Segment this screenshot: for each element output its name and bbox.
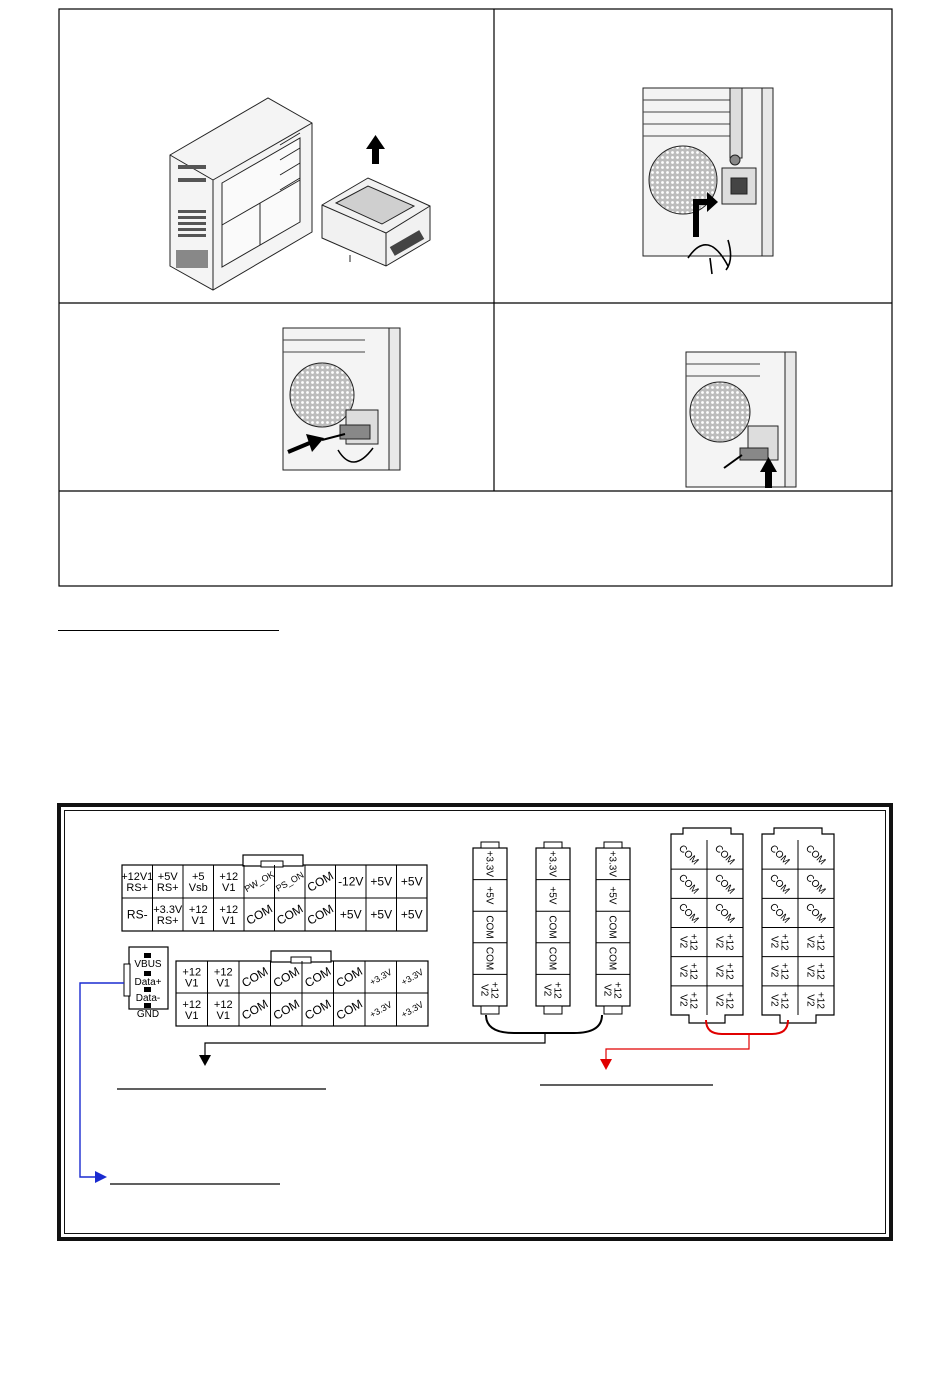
connector-diagram-frame bbox=[57, 803, 893, 1241]
peripheral-2-pin-2: COM bbox=[607, 915, 618, 938]
peripheral-1-pin-2: COM bbox=[547, 915, 558, 938]
eps-group-bracket bbox=[600, 1019, 789, 1070]
eps-12v-connectors: COMCOMCOM+12V2+12V2+12V2COMCOMCOM+12V2+1… bbox=[670, 827, 835, 1024]
red-pointer-arrow-icon bbox=[600, 1059, 612, 1070]
eps-0-col0-pin-4: +12V2 bbox=[678, 963, 699, 980]
peripheral-2-pin-1: +5V bbox=[607, 886, 618, 904]
plug-in-arrow-icon bbox=[287, 434, 324, 454]
usb-pointer bbox=[79, 982, 124, 1183]
eps-0-col1-pin-3: +12V2 bbox=[714, 934, 735, 951]
peripheral-0-pin-1: +5V bbox=[484, 886, 495, 904]
eps-1-col0-pin-3: +12V2 bbox=[769, 934, 790, 951]
plug-power-cable-illustration bbox=[282, 327, 401, 471]
peripheral-2-pin-3: COM bbox=[607, 947, 618, 970]
black-pointer-arrow-icon bbox=[199, 1055, 211, 1066]
eps-1-col1-pin-3: +12V2 bbox=[805, 934, 826, 951]
usb-connector: VBUS Data+ Data- GND bbox=[123, 946, 169, 1020]
peripheral-1-pin-1: +5V bbox=[547, 886, 558, 904]
peripheral-0-pin-3: COM bbox=[484, 947, 495, 970]
peripheral-0-pin-2: COM bbox=[484, 915, 495, 938]
peripheral-0-pin-4: +12V2 bbox=[479, 982, 500, 999]
eps-0-col1-pin-5: +12V2 bbox=[714, 992, 735, 1009]
main24-bottom-pin-7: +5V bbox=[340, 908, 362, 922]
eps-0-col1-pin-4: +12V2 bbox=[714, 963, 735, 980]
eps-0-col0-pin-5: +12V2 bbox=[678, 992, 699, 1009]
main24-bottom-pin-9: +5V bbox=[401, 908, 423, 922]
eps-1-col0-pin-4: +12V2 bbox=[769, 963, 790, 980]
push-clip-up-arrow-icon bbox=[760, 457, 777, 488]
usb-pin-gnd: GND bbox=[137, 1009, 159, 1020]
peripheral-2-pin-0: +3.3V bbox=[607, 851, 618, 878]
main24-top-pin-7: -12V bbox=[338, 875, 363, 889]
section-heading-rule bbox=[58, 630, 279, 631]
peripheral-1-pin-4: +12V2 bbox=[542, 982, 563, 999]
peripheral-1-pin-0: +3.3V bbox=[547, 851, 558, 878]
main24-bottom-pin-0: RS- bbox=[127, 908, 148, 922]
case-and-psu-illustration bbox=[169, 97, 431, 291]
eps-0-col0-pin-3: +12V2 bbox=[678, 934, 699, 951]
peripheral-1-pin-3: COM bbox=[547, 947, 558, 970]
insert-bracket-arrow-icon bbox=[693, 192, 718, 237]
installation-steps-grid bbox=[58, 8, 893, 587]
peripheral-connectors: +3.3V +5V COM COM +12V2 +3.3V +5V COM COM +12V2 +3… bbox=[472, 841, 631, 1015]
secure-cable-clip-illustration bbox=[685, 351, 797, 488]
eps-1-col1-pin-5: +12V2 bbox=[805, 992, 826, 1009]
main24-top-pin-8: +5V bbox=[370, 875, 392, 889]
main24-top-pin-9: +5V bbox=[401, 875, 423, 889]
peripheral-group-bracket bbox=[199, 1014, 603, 1066]
main24-bottom-pin-8: +5V bbox=[370, 908, 392, 922]
usb-pin-vbus: VBUS bbox=[134, 959, 162, 970]
rear-panel-bracket-illustration bbox=[642, 87, 774, 275]
eps-1-col0-pin-5: +12V2 bbox=[769, 992, 790, 1009]
eps-1-col1-pin-4: +12V2 bbox=[805, 963, 826, 980]
usb-pin-data-minus: Data- bbox=[136, 993, 160, 1004]
peripheral-0-pin-0: +3.3V bbox=[484, 851, 495, 878]
blue-pointer-arrow-icon bbox=[95, 1171, 107, 1183]
usb-pin-data-plus: Data+ bbox=[135, 977, 162, 988]
peripheral-2-pin-4: +12V2 bbox=[602, 982, 623, 999]
lift-up-arrow-icon bbox=[366, 135, 385, 164]
